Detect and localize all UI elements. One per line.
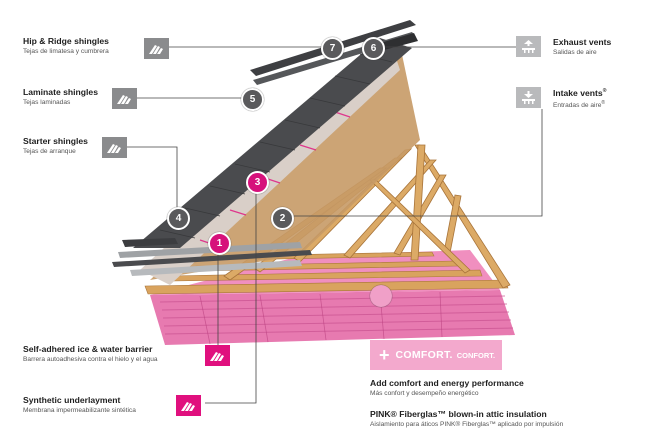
badge-1: 1 — [208, 232, 231, 255]
comfort-word-es: CONFORT. — [456, 350, 496, 360]
exhaust-title: Exhaust vents — [553, 37, 612, 47]
laminate-label: Laminate shingles Tejas laminadas — [23, 87, 98, 107]
laminate-title: Laminate shingles — [23, 87, 98, 97]
ice-water-label: Self-adhered ice & water barrier Barrera… — [23, 344, 158, 364]
hip-ridge-sub: Tejas de limatesa y cumbrera — [23, 48, 109, 55]
comfort-banner: + COMFORT. CONFORT. — [370, 340, 502, 370]
exhaust-sub: Salidas de aire — [553, 49, 597, 56]
plus-icon: + — [379, 345, 390, 365]
exhaust-label: Exhaust vents Salidas de aire — [553, 37, 611, 57]
hip-ridge-title: Hip & Ridge shingles — [23, 36, 109, 46]
starter-title: Starter shingles — [23, 136, 88, 146]
badge-4: 4 — [167, 207, 190, 230]
intake-label: Intake vents® Entradas de aire® — [553, 86, 606, 110]
attic-insulation — [150, 250, 515, 345]
comfort-perf-sub: Más confort y desempeño energético — [370, 390, 479, 397]
badge-7: 7 — [321, 37, 344, 60]
laminate-shingle-field — [133, 38, 412, 248]
badge-5: 5 — [241, 88, 264, 111]
hip-ridge-label: Hip & Ridge shingles Tejas de limatesa y… — [23, 36, 109, 56]
intake-sub-reg: ® — [601, 99, 606, 106]
shingle-icon — [102, 137, 127, 158]
intake-title: Intake vents — [553, 87, 603, 98]
drip-edge — [130, 260, 302, 276]
comfort-perf-label: Add comfort and energy performance Más c… — [370, 378, 524, 398]
barrier-icon — [205, 345, 230, 366]
underlayment-title: Synthetic underlayment — [23, 395, 121, 405]
comfort-word: COMFORT. — [395, 349, 453, 361]
ice-water-title: Self-adhered ice & water barrier — [23, 344, 153, 354]
ice-water-sub: Barrera autoadhesiva contra el hielo y e… — [23, 356, 158, 363]
underlayment-sub: Membrana impermeabilizante sintética — [23, 407, 136, 414]
badge-6: 6 — [362, 37, 385, 60]
shingle-icon — [112, 88, 137, 109]
intake-title-reg: ® — [602, 88, 607, 94]
comfort-dot — [370, 285, 392, 307]
intake-vent-icon — [516, 87, 541, 108]
badge-3: 3 — [246, 171, 269, 194]
intake-sub: Entradas de aire — [553, 102, 602, 110]
underlayment-label: Synthetic underlayment Membrana impermea… — [23, 395, 136, 415]
underlayment-icon — [176, 395, 201, 416]
pink-sub: Aislamiento para áticos PINK® Fiberglas™… — [370, 421, 564, 428]
pink-insulation-label: PINK® Fiberglas™ blown-in attic insulati… — [370, 409, 563, 429]
shingle-icon — [144, 38, 169, 59]
badge-2: 2 — [271, 207, 294, 230]
laminate-sub: Tejas laminadas — [23, 99, 71, 106]
exhaust-vent-icon — [516, 36, 541, 57]
pink-title: PINK® Fiberglas™ blown-in attic insulati… — [370, 409, 547, 419]
starter-sub: Tejas de arranque — [23, 148, 76, 155]
starter-label: Starter shingles Tejas de arranque — [23, 136, 88, 156]
comfort-perf-title: Add comfort and energy performance — [370, 378, 524, 388]
